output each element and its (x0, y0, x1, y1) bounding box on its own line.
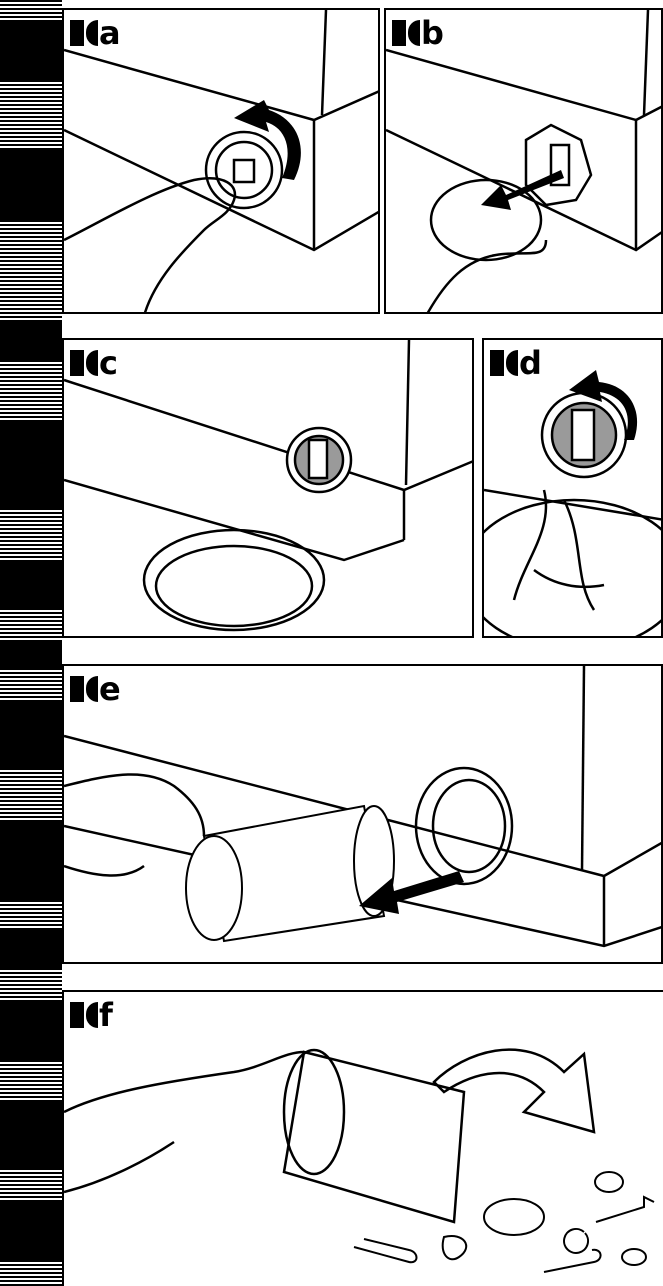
panel-c-letter: c (99, 350, 118, 376)
panel-b-label: b (392, 16, 444, 50)
edge-tab-strip (0, 0, 62, 1286)
key-icon (564, 1197, 654, 1253)
panel-d-letter: d (519, 350, 542, 376)
panel-d: d (482, 338, 663, 638)
panel-a-label: a (70, 16, 121, 50)
panel-e-illustration (64, 666, 663, 964)
panel-b-letter: b (421, 20, 444, 46)
panel-d-label: d (490, 346, 542, 380)
panel-e-letter: e (99, 676, 121, 702)
coin-icon (484, 1199, 544, 1235)
panel-c-label: c (70, 346, 118, 380)
panel-d-illustration (484, 340, 663, 638)
panel-c: c (62, 338, 474, 638)
panel-a: a (62, 8, 380, 314)
panel-f-letter: f (99, 1002, 113, 1028)
panel-c-illustration (64, 340, 474, 638)
panel-e: e (62, 664, 663, 964)
paperclip-icon (354, 1239, 417, 1262)
panel-a-letter: a (99, 20, 121, 46)
panel-b: b (384, 8, 663, 314)
button-icon (622, 1249, 646, 1265)
panel-e-label: e (70, 672, 121, 706)
panel-f: f (62, 990, 663, 1286)
panel-f-illustration (64, 992, 663, 1286)
panel-f-label: f (70, 998, 113, 1032)
button-icon (595, 1172, 623, 1192)
panel-b-illustration (386, 10, 663, 314)
panel-a-illustration (64, 10, 380, 314)
